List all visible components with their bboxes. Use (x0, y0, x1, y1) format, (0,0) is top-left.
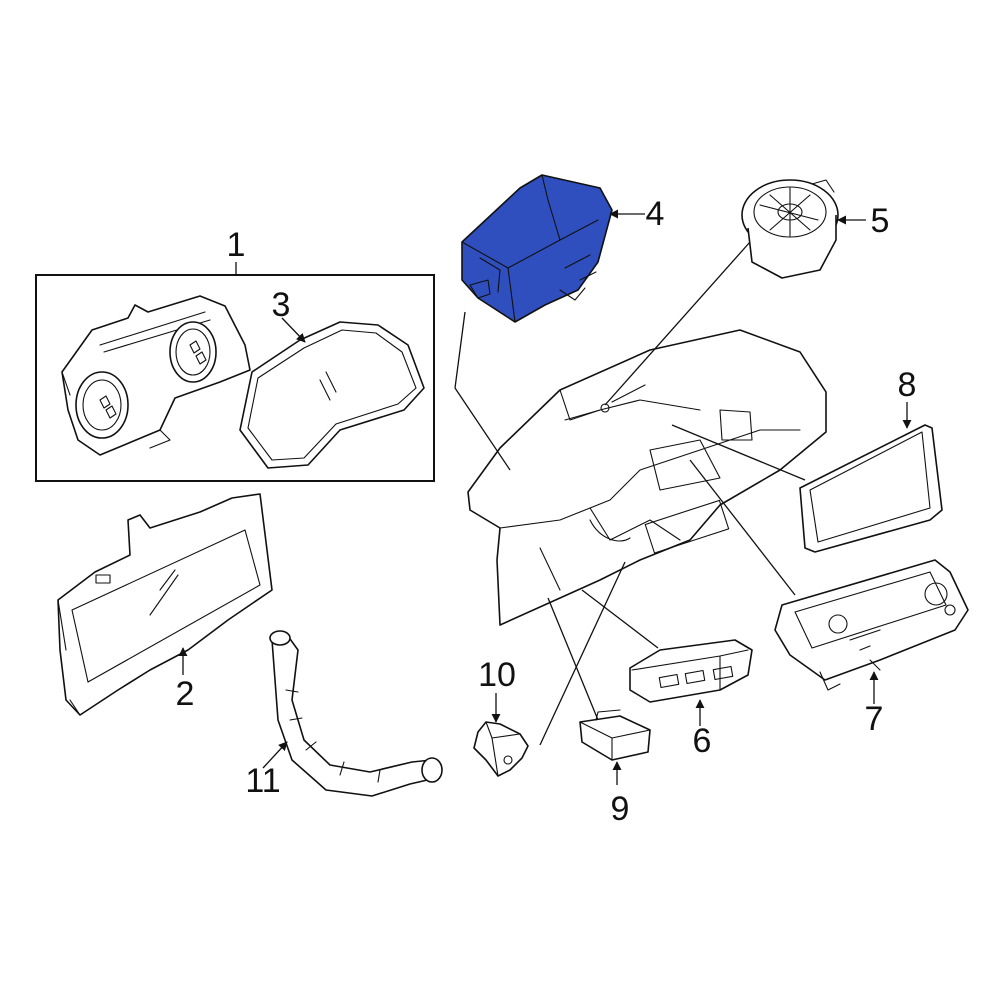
callout-2-label: 2 (176, 675, 195, 713)
leader-10-to-dash (539, 561, 626, 746)
highlighted-module-part[interactable] (461, 174, 613, 323)
leader-6-to-dash (581, 589, 659, 649)
callout-11-leader (262, 741, 288, 769)
dashboard-outline (467, 329, 827, 626)
callout-3-leader (281, 317, 306, 343)
callout-8-label: 8 (898, 366, 917, 404)
callout-1-label: 1 (227, 226, 246, 264)
leader-9-to-dash (547, 597, 599, 721)
leader-4-to-dash (454, 311, 466, 389)
callout-7-label: 7 (865, 700, 884, 738)
leader-8-to-dash (671, 424, 806, 481)
display-cluster-part[interactable] (57, 493, 273, 716)
callout-6-label: 6 (693, 722, 712, 760)
callout-10-label: 10 (478, 656, 516, 694)
callout-11-label: 11 (245, 762, 280, 800)
speaker-part[interactable] (741, 179, 839, 279)
callout-5-label: 5 (871, 202, 890, 240)
callout-9-label: 9 (611, 790, 630, 828)
duct-hose-part[interactable] (269, 630, 443, 797)
assembly-1-box (35, 274, 435, 482)
leader-5-to-dash (604, 241, 751, 406)
display-screen-part[interactable] (799, 424, 943, 553)
instrument-cluster-part[interactable] (61, 295, 251, 456)
leader-4-to-dash-2 (454, 387, 511, 471)
switch-panel-part[interactable] (629, 639, 753, 703)
small-switch-part[interactable] (579, 709, 651, 761)
climate-panel-part[interactable] (774, 559, 969, 691)
leader-7-to-dash (689, 459, 796, 596)
cluster-lens-part[interactable] (239, 321, 425, 469)
sensor-part[interactable] (473, 721, 529, 777)
callout-4-label: 4 (646, 195, 665, 233)
callout-3-label: 3 (272, 286, 291, 324)
